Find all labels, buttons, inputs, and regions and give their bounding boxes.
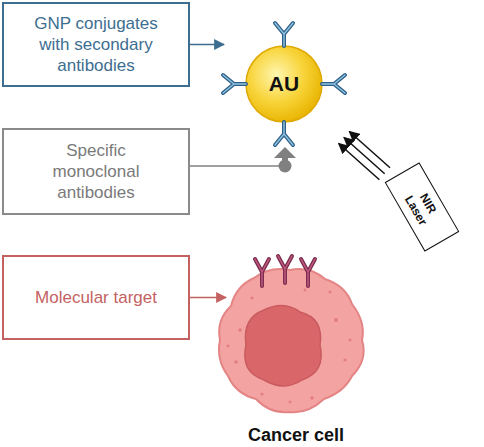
gold-nanoparticle: [246, 46, 322, 122]
connector-arrow: [190, 297, 226, 299]
speckle: [250, 296, 253, 299]
antibody-symbol: [275, 23, 293, 46]
leader-line: [190, 165, 279, 167]
cell-membrane: [219, 269, 364, 412]
connector-arrow: [190, 44, 224, 46]
laser-beam: [349, 132, 390, 168]
receptors: [255, 256, 315, 286]
binding-arrow-head: [274, 147, 296, 158]
speckle: [234, 360, 238, 364]
cancer-cell-node: Cancer cell: [226, 268, 366, 447]
speckle: [289, 401, 292, 404]
laser-box: NIR Laser: [385, 162, 460, 251]
connector-arrow: [344, 137, 385, 173]
node-label: GNP conjugates with secondary antibodies: [30, 13, 162, 76]
cell-nucleus: [245, 305, 321, 386]
receptor-symbol: [255, 259, 269, 286]
speckle: [310, 396, 314, 400]
speckle: [334, 318, 338, 322]
speckle: [348, 338, 351, 341]
speckle: [343, 358, 346, 361]
cell-heading: Cancer cell: [206, 425, 386, 445]
monoclonal-antibody-dot: [279, 160, 292, 173]
antibody-symbol: [322, 75, 345, 93]
node-label: NIR Laser: [399, 182, 444, 232]
antibody-box: Specific monoclonal antibodies: [2, 128, 190, 215]
laser-beam: [339, 144, 380, 180]
speckle: [238, 328, 242, 332]
speckle: [304, 289, 307, 292]
conjugate-box: GNP conjugates with secondary antibodies: [2, 2, 190, 87]
node-label: Specific monoclonal antibodies: [30, 140, 162, 203]
antibody-symbol: [223, 75, 246, 93]
node-label: Molecular target: [35, 287, 157, 308]
speckle: [260, 392, 263, 395]
receptor-symbol: [301, 259, 315, 286]
target-box: Molecular target: [2, 255, 190, 340]
antibody-symbol: [275, 122, 293, 145]
speckle: [227, 345, 230, 348]
speckle: [328, 290, 331, 293]
node-label: AU: [269, 72, 299, 96]
receptor-symbol: [278, 256, 292, 283]
cytoplasm-speckles: [227, 289, 352, 404]
nanoparticle-node: AU: [224, 24, 344, 144]
secondary-antibodies: [223, 23, 345, 145]
